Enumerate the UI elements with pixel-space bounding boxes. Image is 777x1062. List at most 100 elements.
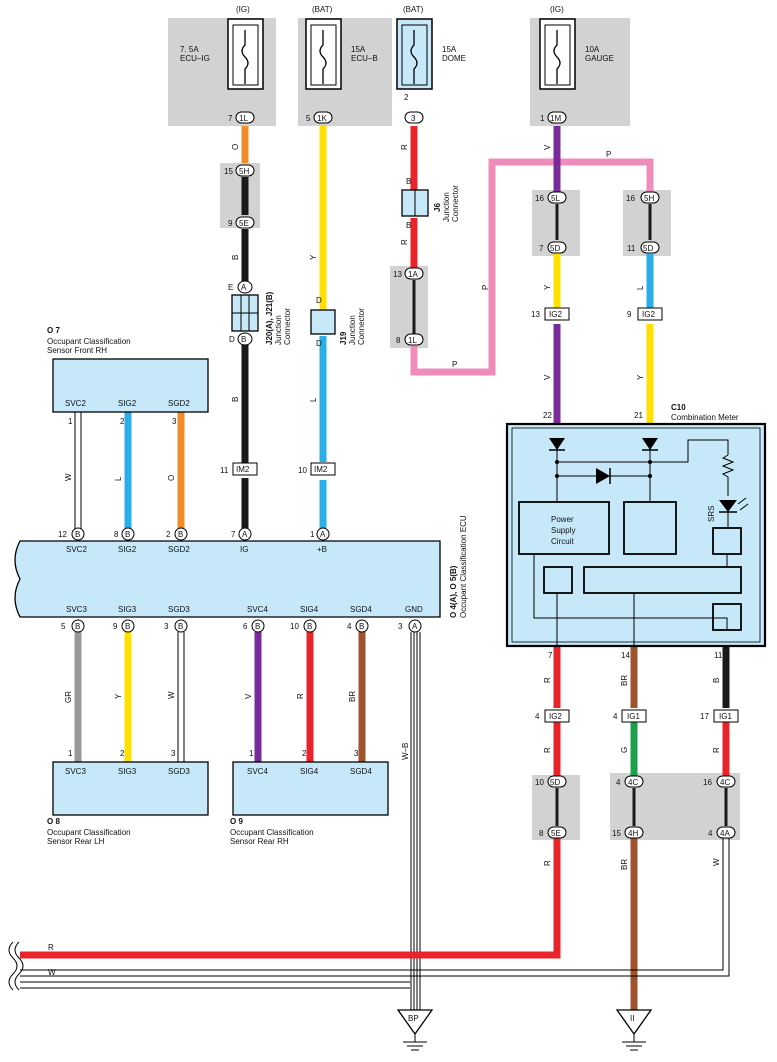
svg-text:V: V [543, 144, 552, 150]
svg-text:8: 8 [396, 336, 401, 345]
junction-pin-5E-lower: 8 5E [539, 826, 567, 839]
svg-text:11: 11 [714, 651, 723, 660]
svg-text:SVC3: SVC3 [65, 767, 86, 776]
ecu-pin: 4 B [347, 619, 369, 633]
svg-text:A: A [320, 530, 326, 539]
ecu-pin: 10 B [290, 619, 317, 633]
fuse-rating: 10A [585, 45, 600, 54]
svg-text:P: P [606, 150, 611, 159]
svg-text:V: V [244, 693, 253, 699]
svg-text:15: 15 [224, 167, 233, 176]
svg-text:Supply: Supply [551, 526, 575, 535]
svg-text:SVC3: SVC3 [66, 605, 87, 614]
svg-text:3: 3 [354, 749, 359, 758]
junction-pin-5D: 7 5D [539, 241, 567, 254]
svg-text:R: R [48, 943, 54, 952]
svg-text:Sensor Front RH: Sensor Front RH [47, 346, 107, 355]
svg-text:15: 15 [612, 829, 621, 838]
connector-ig2-a: 13 IG2 [531, 307, 570, 321]
junction-connector-j6: B B J6 Junction Connector [401, 177, 460, 230]
svg-text:SIG4: SIG4 [300, 605, 319, 614]
svg-text:SGD2: SGD2 [168, 545, 190, 554]
svg-text:R: R [543, 860, 552, 866]
junction-pin-5D-lower: 10 5D [535, 775, 567, 788]
svg-text:A: A [242, 530, 248, 539]
svg-text:12: 12 [58, 530, 67, 539]
svg-text:Y: Y [543, 284, 552, 290]
svg-text:SRS: SRS [707, 506, 716, 522]
svg-text:IG2: IG2 [549, 310, 562, 319]
junction-connector-j20-j21: E A D B J20(A), J21(B) Junction Connecto… [228, 280, 292, 346]
ecu-pin: 6 B [243, 619, 265, 633]
junction-connector-j19: D D J19 Junction Connector [310, 296, 366, 348]
fuse-pin-1L: 7 1L [228, 111, 255, 124]
svg-text:Circuit: Circuit [551, 537, 574, 546]
svg-text:C10: C10 [671, 403, 686, 412]
svg-text:B: B [255, 622, 260, 631]
svg-text:5D: 5D [550, 244, 560, 253]
fuse-name: ECU–IG [180, 54, 210, 63]
junction-pin-4A: 4 4A [708, 826, 736, 839]
svg-text:B: B [178, 622, 183, 631]
svg-text:5: 5 [61, 622, 66, 631]
svg-text:Sensor Rear RH: Sensor Rear RH [230, 837, 289, 846]
svg-text:V: V [543, 374, 552, 380]
svg-text:Y: Y [636, 374, 645, 380]
svg-text:W: W [712, 858, 721, 866]
svg-text:J20(A), J21(B): J20(A), J21(B) [265, 291, 274, 345]
svg-text:SGD4: SGD4 [350, 767, 372, 776]
connector-ig1-a: 4 IG1 [613, 709, 647, 723]
connector-im2-a: 11 IM2 [220, 462, 258, 476]
svg-text:B: B [241, 335, 246, 344]
combination-meter: C10 Combination Meter 22 21 SRS Power Su… [505, 403, 767, 660]
svg-text:1K: 1K [317, 114, 327, 123]
svg-text:B: B [231, 255, 240, 260]
svg-text:II: II [630, 1014, 634, 1023]
fuse-name: DOME [442, 54, 466, 63]
connector-ig1-b: 17 IG1 [700, 709, 739, 723]
svg-text:L: L [636, 285, 645, 290]
svg-text:B: B [75, 530, 80, 539]
svg-text:11: 11 [627, 244, 636, 253]
svg-text:Connector: Connector [357, 308, 366, 345]
svg-text:4A: 4A [720, 829, 730, 838]
svg-text:IG2: IG2 [549, 712, 562, 721]
svg-text:B: B [75, 622, 80, 631]
junction-pin-5D-b: 11 5D [627, 241, 660, 254]
svg-text:1M: 1M [550, 114, 561, 123]
svg-text:R: R [400, 239, 409, 245]
svg-text:21: 21 [634, 411, 643, 420]
fuse-ecu-b: 15A ECU–B (BAT) [298, 5, 392, 126]
svg-text:Y: Y [114, 693, 123, 699]
svg-text:1: 1 [310, 530, 315, 539]
svg-text:D: D [316, 296, 322, 305]
svg-text:O 7: O 7 [47, 326, 60, 335]
svg-text:IG2: IG2 [642, 310, 655, 319]
svg-text:5L: 5L [551, 194, 560, 203]
svg-text:B: B [406, 177, 411, 186]
svg-text:BR: BR [620, 675, 629, 686]
svg-text:1: 1 [249, 749, 254, 758]
svg-text:B: B [125, 530, 130, 539]
junction-pin-4H: 15 4H [612, 826, 644, 839]
svg-text:W: W [48, 968, 56, 977]
svg-text:IM2: IM2 [314, 465, 328, 474]
fuse-dome: 15A DOME (BAT) [396, 5, 466, 90]
svg-text:1: 1 [540, 114, 545, 123]
svg-text:Y: Y [309, 254, 318, 260]
svg-text:Combination Meter: Combination Meter [671, 413, 739, 422]
svg-text:B: B [307, 622, 312, 631]
svg-text:B: B [231, 397, 240, 402]
svg-text:4: 4 [616, 778, 621, 787]
svg-text:J19: J19 [339, 331, 348, 345]
svg-text:13: 13 [531, 310, 540, 319]
svg-text:Junction: Junction [274, 315, 283, 345]
svg-text:Junction: Junction [348, 315, 357, 345]
svg-text:9: 9 [228, 219, 233, 228]
sensor-front-rh: O 7 Occupant Classification Sensor Front… [47, 326, 209, 426]
junction-pin-1L: 8 1L [396, 333, 424, 346]
fuse-pin-1M: 1 1M [540, 111, 567, 124]
svg-text:BR: BR [348, 691, 357, 702]
svg-text:5E: 5E [551, 829, 561, 838]
svg-text:3: 3 [164, 622, 169, 631]
